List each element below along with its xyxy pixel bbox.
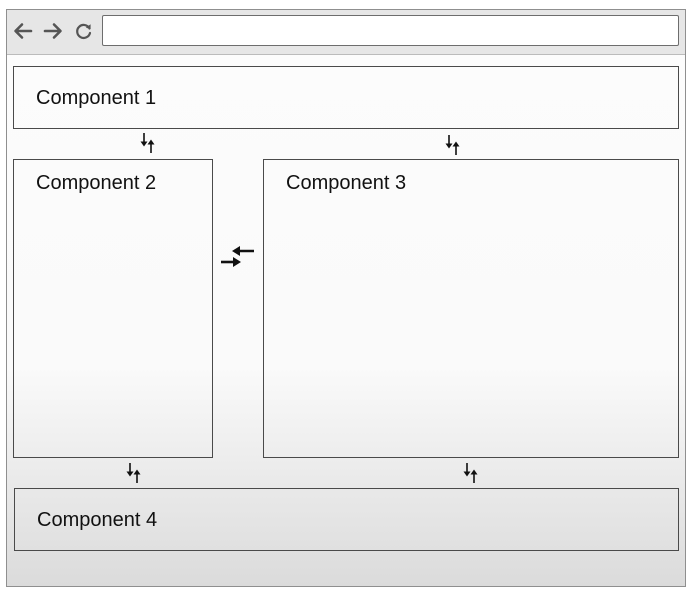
- browser-window: Component 1 Component 2 Component 3 Comp…: [6, 9, 686, 587]
- component-2-box: Component 2: [13, 159, 213, 458]
- component-4-box: Component 4: [14, 488, 679, 551]
- arrow-c1-c2-icon: [138, 132, 156, 154]
- arrow-c2-c3-icon: [218, 243, 258, 271]
- component-1-box: Component 1: [13, 66, 679, 129]
- component-4-label: Component 4: [37, 509, 158, 531]
- arrow-left-icon[interactable]: [12, 20, 34, 42]
- component-1-label: Component 1: [36, 87, 157, 109]
- reload-icon[interactable]: [73, 20, 95, 42]
- arrow-c2-c4-icon: [124, 462, 142, 484]
- arrow-c1-c3-icon: [443, 134, 461, 156]
- arrow-right-icon[interactable]: [42, 20, 64, 42]
- arrow-c3-c4-icon: [461, 462, 479, 484]
- browser-toolbar: [7, 10, 685, 55]
- address-bar[interactable]: [102, 15, 679, 46]
- component-3-label: Component 3: [286, 172, 407, 194]
- component-3-box: Component 3: [263, 159, 679, 458]
- component-2-label: Component 2: [36, 172, 157, 194]
